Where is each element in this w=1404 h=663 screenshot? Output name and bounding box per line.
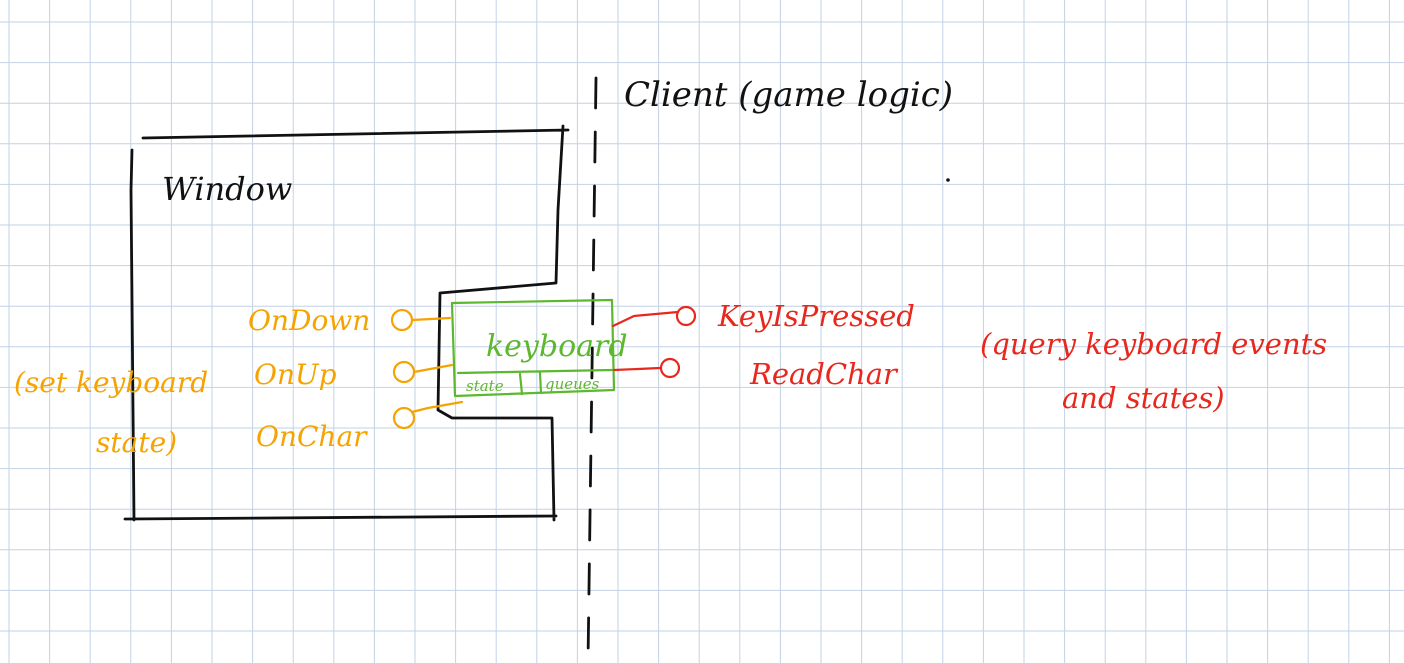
on-char-connector xyxy=(410,400,464,414)
on-char-port-icon xyxy=(392,406,416,430)
keyboard-inner-divider xyxy=(456,368,614,396)
keyboard-component: keyboard state queues xyxy=(450,298,628,398)
set-keyboard-note-line2: state) xyxy=(96,426,177,459)
key-is-pressed-label: KeyIsPressed xyxy=(717,299,915,333)
keyboard-state-label: state xyxy=(466,377,504,395)
keyboard-box-outline xyxy=(450,298,616,398)
window-box-outline xyxy=(123,124,570,522)
client-query-functions: KeyIsPressed ReadChar (query keyboard ev… xyxy=(611,299,1327,415)
window-label: Window xyxy=(162,170,292,208)
set-keyboard-note-line1: (set keyboard xyxy=(14,366,208,399)
query-note-line1: (query keyboard events xyxy=(980,327,1327,361)
on-down-label: OnDown xyxy=(248,304,370,337)
key-is-pressed-port-icon xyxy=(675,305,697,327)
on-up-connector xyxy=(412,363,454,374)
on-up-port-icon xyxy=(392,360,416,384)
client-label: Client (game logic) xyxy=(624,75,953,115)
on-down-port-icon xyxy=(390,308,414,332)
read-char-label: ReadChar xyxy=(749,357,899,391)
on-char-label: OnChar xyxy=(256,420,368,453)
read-char-connector xyxy=(612,366,662,372)
stray-dot xyxy=(946,178,950,182)
keyboard-label: keyboard xyxy=(486,329,628,364)
window-event-handlers: OnDown OnUp OnChar (set keyboard state) xyxy=(14,304,464,459)
keyboard-queues-label: queues xyxy=(545,375,600,393)
on-up-label: OnUp xyxy=(254,358,337,391)
on-down-connector xyxy=(410,316,452,322)
read-char-port-icon xyxy=(659,357,681,379)
key-is-pressed-connector xyxy=(611,310,680,328)
query-note-line2: and states) xyxy=(1062,381,1225,415)
